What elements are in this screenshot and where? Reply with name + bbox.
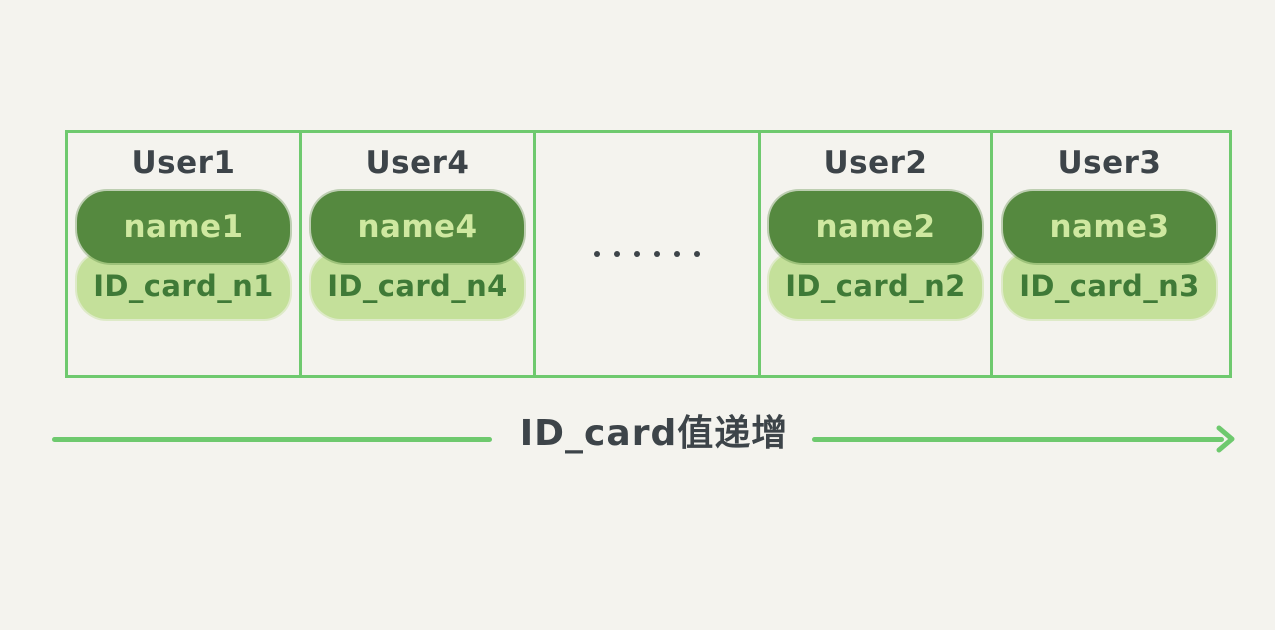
user-cell-title: User2 <box>823 145 928 181</box>
id-card-pill: ID_card_n3 <box>1003 253 1216 319</box>
user-cell-1: User1 name1 ID_card_n1 <box>68 133 302 375</box>
ellipsis-dots <box>594 251 700 257</box>
user-cell-pills: name4 ID_card_n4 <box>302 191 533 319</box>
id-card-pill: ID_card_n2 <box>769 253 982 319</box>
name-pill: name2 <box>769 191 982 263</box>
user-cell-title: User4 <box>365 145 470 181</box>
ellipsis-dot <box>614 251 620 257</box>
ellipsis-cell <box>536 133 761 375</box>
arrow-line-left-segment <box>52 437 492 442</box>
ellipsis-dot <box>594 251 600 257</box>
arrow-right-icon <box>1210 424 1240 454</box>
user-cell-pills: name2 ID_card_n2 <box>761 191 990 319</box>
user-cell-pills: name1 ID_card_n1 <box>68 191 299 319</box>
ellipsis-dot <box>654 251 660 257</box>
ellipsis-dot <box>694 251 700 257</box>
user-cell-title: User1 <box>131 145 236 181</box>
arrow-line-right-segment <box>812 437 1224 442</box>
user-row-table: User1 name1 ID_card_n1 User4 name4 ID_ca… <box>65 130 1232 378</box>
name-pill: name4 <box>311 191 524 263</box>
user-cell-pills: name3 ID_card_n3 <box>993 191 1226 319</box>
name-pill: name1 <box>77 191 290 263</box>
user-cell-3: User3 name3 ID_card_n3 <box>993 133 1226 375</box>
name-pill: name3 <box>1003 191 1216 263</box>
user-cell-2: User2 name2 ID_card_n2 <box>761 133 993 375</box>
id-card-pill: ID_card_n1 <box>77 253 290 319</box>
user-cell-4: User4 name4 ID_card_n4 <box>302 133 536 375</box>
user-cell-title: User3 <box>1057 145 1162 181</box>
id-card-pill: ID_card_n4 <box>311 253 524 319</box>
ellipsis-dot <box>674 251 680 257</box>
increasing-order-arrow: ID_card值递增 <box>50 413 1240 488</box>
arrow-caption-label: ID_card值递增 <box>519 413 789 454</box>
ellipsis-dot <box>634 251 640 257</box>
